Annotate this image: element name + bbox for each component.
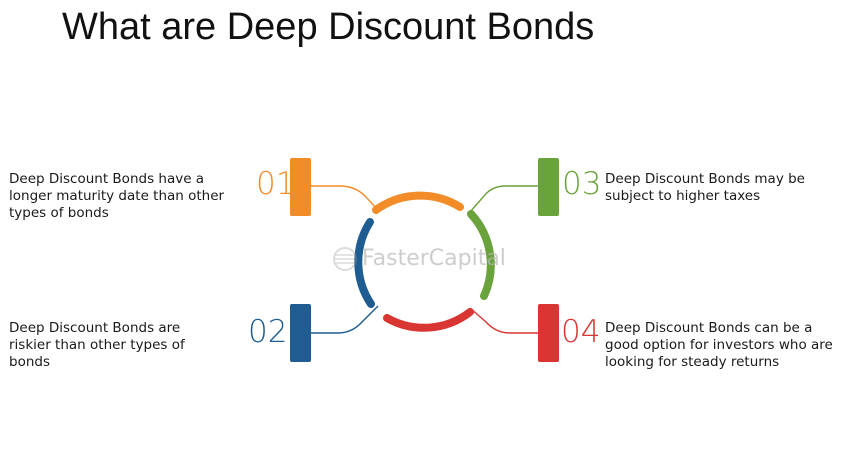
item-number-04: 04 [561, 314, 601, 350]
connector-02 [311, 305, 379, 334]
item-number-02: 02 [248, 314, 288, 350]
item-number-01: 01 [256, 166, 296, 202]
item-text-03: Deep Discount Bonds may be subject to hi… [605, 171, 805, 204]
connector-01 [311, 185, 379, 211]
faster-capital-logo-icon [333, 247, 357, 271]
tab-02 [290, 304, 311, 362]
tab-03 [538, 158, 559, 216]
tab-04 [538, 304, 559, 362]
watermark-text: FasterCapital [362, 246, 506, 271]
connector-04 [469, 307, 538, 334]
arc-01 [372, 191, 464, 214]
item-text-02: Deep Discount Bonds are riskier than oth… [9, 320, 185, 370]
item-number-03: 03 [562, 166, 602, 202]
item-text-01: Deep Discount Bonds have a longer maturi… [9, 171, 225, 221]
page-title: What are Deep Discount Bonds [62, 6, 595, 48]
tab-01 [290, 158, 311, 216]
item-text-04: Deep Discount Bonds can be a good option… [605, 320, 833, 370]
connector-03 [469, 185, 538, 213]
arc-02 [354, 218, 375, 308]
arc-03 [467, 210, 495, 300]
arc-04 [383, 308, 474, 332]
